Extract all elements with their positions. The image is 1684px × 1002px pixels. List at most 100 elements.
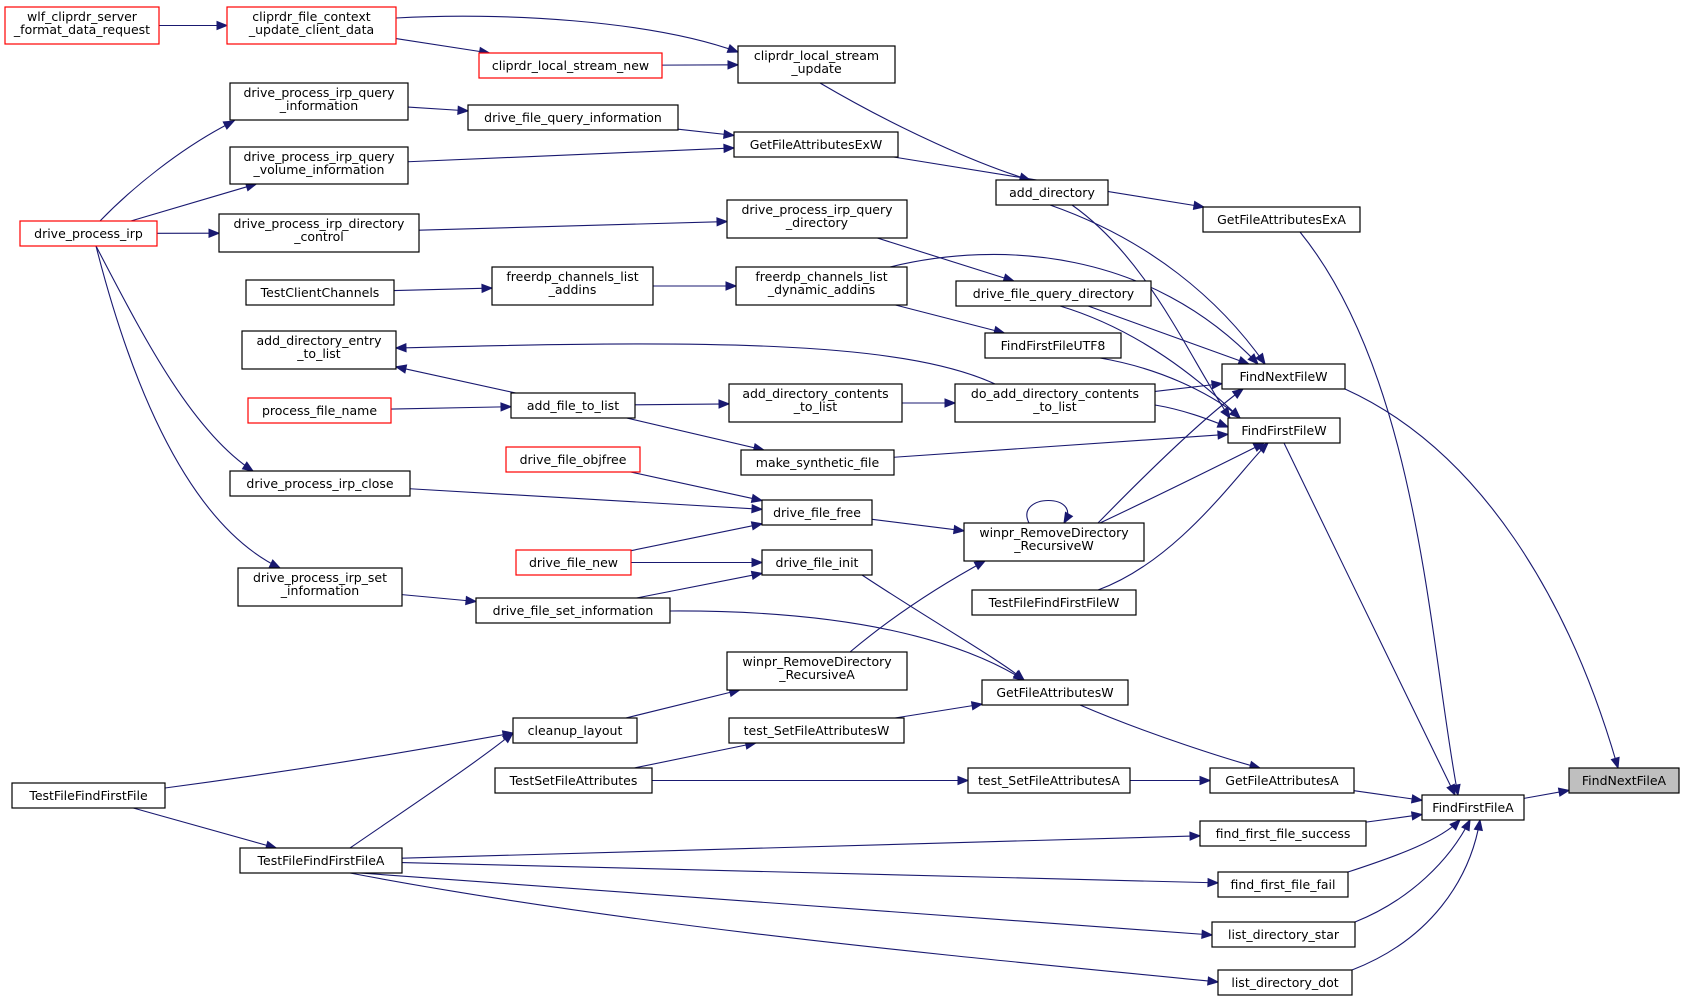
edge-pfn-to-aftl-arrowhead [500,402,513,412]
node-dfn[interactable]: drive_file_new [515,549,632,576]
node-wrdrw[interactable]: winpr_RemoveDirectory_RecursiveW [963,522,1145,562]
node-dfqi[interactable]: drive_file_query_information [467,104,679,131]
node-clsn[interactable]: cliprdr_local_stream_new [478,52,663,79]
node-msf[interactable]: make_synthetic_file [740,449,895,476]
node-dfinit[interactable]: drive_file_init [761,549,873,576]
edge-fclda-to-fffutf8-line [895,304,1005,334]
node-adctl[interactable]: add_directory_contents_to_list [728,383,903,423]
node-pfn[interactable]: process_file_name [247,397,392,424]
node-dpic[interactable]: drive_process_irp_close [229,470,411,497]
node-gfaexw-box [733,131,899,158]
node-gfaa[interactable]: GetFileAttributesA [1209,767,1355,794]
node-dpi[interactable]: drive_process_irp [19,220,158,247]
node-adetl[interactable]: add_directory_entry_to_list [241,330,397,370]
node-dfsi[interactable]: drive_file_set_information [475,597,671,624]
node-dfo-label-0: drive_file_objfree [520,452,627,467]
edge-dpic-to-dff-arrowhead [751,503,764,514]
node-dpisi[interactable]: drive_process_irp_set_information [237,567,403,607]
node-dpiqd[interactable]: drive_process_irp_query_directory [726,199,908,239]
node-gfaw-box [981,679,1129,706]
node-dfo[interactable]: drive_file_objfree [505,446,641,473]
node-fffw[interactable]: FindFirstFileW [1227,417,1341,444]
edge-tsfaa-to-gfaa-arrowhead [1199,775,1212,786]
node-fffutf8[interactable]: FindFirstFileUTF8 [984,332,1122,359]
node-dff[interactable]: drive_file_free [761,499,873,526]
node-adctl-label-0: add_directory_contents [742,386,888,401]
node-fnfw[interactable]: FindNextFileW [1221,363,1346,390]
node-wrdra[interactable]: winpr_RemoveDirectory_RecursiveA [726,651,908,691]
edge-dpisi-to-dfsi-arrowhead [465,595,478,606]
node-tcc[interactable]: TestClientChannels [245,279,395,306]
node-dfn-box [515,549,632,576]
node-wrdrw-label-0: winpr_RemoveDirectory [979,525,1129,540]
node-fcla[interactable]: freerdp_channels_list_addins [491,266,654,306]
node-gfaw[interactable]: GetFileAttributesW [981,679,1129,706]
node-dfqd[interactable]: drive_file_query_directory [955,280,1152,307]
node-clsu-box [737,45,896,84]
edge-cfcu-to-clsn [395,38,491,57]
edge-ffff-to-tffffa-line [133,807,277,849]
node-adddir[interactable]: add_directory [995,179,1109,206]
node-nfna-label-0: FindNextFileA [1582,773,1667,788]
edge-dpi-to-dpiqi-arrowhead [222,120,236,130]
nodes-layer: wlf_cliprdr_server_format_data_requestcl… [4,6,1680,996]
node-clsu[interactable]: cliprdr_local_stream_update [737,45,896,84]
edge-gfaexa-to-fffa [1299,231,1461,797]
edge-ffff-to-cl [164,730,515,789]
node-dpidc-box [218,213,420,253]
node-fclda[interactable]: freerdp_channels_list_dynamic_addins [735,266,908,306]
node-tffffa[interactable]: TestFileFindFirstFileA [239,847,403,874]
node-dpisi-label-0: drive_process_irp_set [253,570,387,585]
edge-gfaa-to-fffa-arrowhead [1410,794,1424,804]
node-fcla-label-1: _addins [548,282,597,297]
node-ffffail[interactable]: find_first_file_fail [1217,871,1349,898]
node-dpiqvi[interactable]: drive_process_irp_query_volume_informati… [229,146,409,185]
edge-dff-to-wrdrw [871,518,966,535]
node-dpiqi-box [229,82,409,121]
edge-dfsi-to-gfaw [669,610,1026,681]
node-dff-label-0: drive_file_free [773,505,861,520]
node-dff-box [761,499,873,526]
edge-dadctl-to-adetl-arrowhead [394,342,407,353]
edge-msf-to-fffw [893,430,1230,458]
node-tsfaw[interactable]: test_SetFileAttributesW [728,717,905,744]
node-tsfaa[interactable]: test_SetFileAttributesA [967,767,1131,794]
node-ffff[interactable]: TestFileFindFirstFile [11,782,166,809]
node-ffff-label-0: TestFileFindFirstFile [28,788,148,803]
edge-fclda-to-fnfw-arrowhead [1247,353,1259,365]
node-gfaexa-label-0: GetFileAttributesExA [1217,212,1346,227]
edge-tsfaw-to-gfaw [894,701,984,719]
node-dpiqd-box [726,199,908,239]
node-dpiqi[interactable]: drive_process_irp_query_information [229,82,409,121]
edge-tffffa-to-ffffail-line [401,861,1219,884]
node-dpidc[interactable]: drive_process_irp_directory_control [218,213,420,253]
node-dpic-label-0: drive_process_irp_close [246,476,393,491]
node-lds[interactable]: list_directory_star [1211,921,1356,948]
node-gfaexw[interactable]: GetFileAttributesExW [733,131,899,158]
edge-gfaa-to-fffa-line [1353,790,1423,801]
node-dadctl[interactable]: do_add_directory_contents_to_list [954,383,1156,423]
edge-msf-to-fffw-arrowhead [1217,430,1230,440]
edge-tffffa-to-fffs [401,831,1202,859]
node-wlf[interactable]: wlf_cliprdr_server_format_data_request [4,6,160,45]
node-tffffa-box [239,847,403,874]
node-cl[interactable]: cleanup_layout [512,717,638,744]
node-cfcu[interactable]: cliprdr_file_context_update_client_data [226,6,397,45]
edge-wrdrw-to-fnfw-arrowhead [1231,388,1245,399]
edge-dfn-to-dfinit [631,557,764,568]
node-fffs[interactable]: find_first_file_success [1199,820,1367,847]
node-tsfa[interactable]: TestSetFileAttributes [494,767,653,794]
edge-dfqi-to-gfaexw [677,128,736,139]
edge-lds-to-fffa-arrowhead [1461,818,1471,832]
node-aftl[interactable]: add_file_to_list [510,392,636,419]
node-wrdrw-label-1: _RecursiveW [1013,538,1093,553]
node-gfaexa[interactable]: GetFileAttributesExA [1202,206,1361,233]
edge-tcc-to-fcla-line [393,287,493,292]
node-tffffw[interactable]: TestFileFindFirstFileW [971,589,1137,616]
edge-dpi-to-dpic [95,245,255,472]
node-pfn-label-0: process_file_name [262,403,377,418]
edge-wrdrw-to-fnfw-line [1097,388,1244,524]
node-adctl-label-1: _to_list [793,399,838,414]
node-fffa[interactable]: FindFirstFileA [1421,794,1525,821]
node-ldd[interactable]: list_directory_dot [1217,969,1353,996]
